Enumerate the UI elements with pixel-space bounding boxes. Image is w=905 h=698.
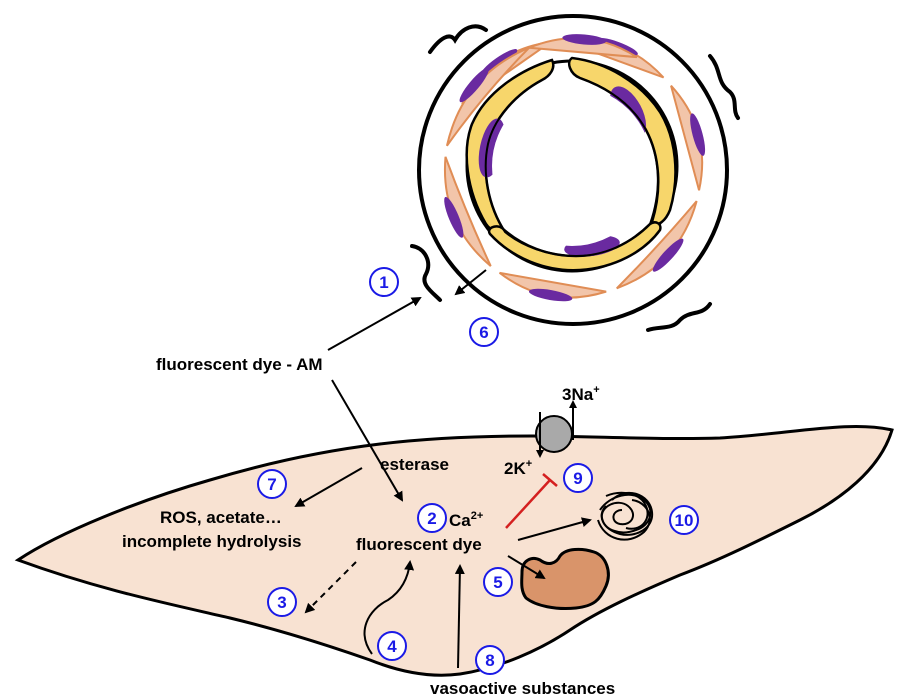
labels: fluorescent dye - AM esterase ROS, aceta… xyxy=(122,355,615,698)
step-marker-6: 6 xyxy=(469,317,499,347)
step-marker-label: 5 xyxy=(493,573,502,592)
smooth-muscle-layer xyxy=(443,34,706,302)
calcium-symbol: Ca xyxy=(449,511,471,530)
arrow-dye-to-aggregate xyxy=(517,517,592,541)
fiber-top-right xyxy=(708,54,740,120)
vessel-lumen xyxy=(492,86,652,246)
potassium-charge: + xyxy=(526,458,532,470)
smooth-muscle-nucleus-3 xyxy=(690,113,706,156)
smooth-muscle-nucleus-6 xyxy=(444,196,464,238)
step-marker-4: 4 xyxy=(377,631,407,661)
step-marker-label: 3 xyxy=(277,593,286,612)
sodium-charge: + xyxy=(593,384,599,396)
protein-aggregate xyxy=(597,491,654,541)
arrow-esterase-to-ros xyxy=(294,467,363,507)
step-marker-label: 7 xyxy=(267,475,276,494)
smooth-muscle-nucleus-7 xyxy=(459,67,489,103)
step-marker-3: 3 xyxy=(267,587,297,617)
arrow-dye-to-organelle xyxy=(507,555,546,580)
pathway-arrows xyxy=(294,269,592,669)
step-marker-7: 7 xyxy=(257,469,287,499)
label-ros-line2: incomplete hydrolysis xyxy=(122,532,302,551)
smooth-muscle-nucleus-8 xyxy=(562,34,607,45)
step-marker-label: 8 xyxy=(485,651,494,670)
step-marker-circle xyxy=(563,463,593,493)
step-marker-1: 1 xyxy=(369,267,399,297)
potassium-symbol: 2K xyxy=(504,459,526,478)
step-marker-label: 9 xyxy=(573,469,582,488)
arrow-dye-uptake-curve xyxy=(363,560,415,655)
lumen-edge xyxy=(484,77,659,258)
step-marker-circle xyxy=(417,503,447,533)
label-potassium: 2K+ xyxy=(504,458,532,478)
step-marker-circle xyxy=(483,567,513,597)
step-markers: 1 2 3 4 5 6 7 8 9 10 xyxy=(257,267,699,675)
step-marker-circle xyxy=(257,469,287,499)
smooth-muscle-nucleus-4 xyxy=(652,238,684,272)
step-marker-10: 10 xyxy=(669,505,699,535)
label-ros-line1: ROS, acetate… xyxy=(160,508,282,527)
arrow-vasoactive-into-cell xyxy=(454,564,465,669)
step-marker-label: 6 xyxy=(479,323,488,342)
label-fluorescent-dye: fluorescent dye xyxy=(356,535,482,554)
step-marker-circle xyxy=(267,587,297,617)
calcium-charge: 2+ xyxy=(471,510,484,522)
smooth-muscle-nucleus-1 xyxy=(480,49,518,76)
step-marker-5: 5 xyxy=(483,567,513,597)
arrow-dye-into-cell xyxy=(331,379,404,502)
sodium-symbol: 3Na xyxy=(562,385,594,404)
step-marker-label: 1 xyxy=(379,273,388,292)
pump-inhibition xyxy=(505,473,558,529)
label-dye-am: fluorescent dye - AM xyxy=(156,355,323,374)
vessel-cross-section xyxy=(410,14,740,332)
smooth-muscle-nucleus-5 xyxy=(528,288,573,302)
step-marker-label: 4 xyxy=(387,637,397,656)
arrow-endothelium-to-wall xyxy=(454,269,487,296)
fiber-bottom-left xyxy=(410,244,442,302)
step-marker-circle xyxy=(369,267,399,297)
label-calcium: Ca2+ xyxy=(449,510,483,530)
fiber-bottom-right xyxy=(646,302,712,332)
label-vasoactive: vasoactive substances xyxy=(430,679,615,698)
step-marker-label: 10 xyxy=(675,511,694,530)
step-marker-2: 2 xyxy=(417,503,447,533)
arrow-dye-to-vessel xyxy=(327,297,422,351)
label-sodium: 3Na+ xyxy=(562,384,600,404)
sodium-potassium-pump xyxy=(535,400,577,458)
smooth-muscle-cell-body xyxy=(14,425,894,677)
step-marker-circle xyxy=(669,505,699,535)
smooth-muscle-cell-5 xyxy=(498,271,607,299)
step-marker-9: 9 xyxy=(563,463,593,493)
pump-icon xyxy=(535,415,573,453)
step-marker-circle xyxy=(469,317,499,347)
step-marker-circle xyxy=(377,631,407,661)
arrow-dye-leak-out xyxy=(304,561,357,614)
smooth-muscle-cell-4 xyxy=(616,200,698,290)
fiber-top-left xyxy=(428,24,488,54)
label-esterase: esterase xyxy=(380,455,449,474)
organelle-mitochondrion xyxy=(520,547,610,610)
step-marker-label: 2 xyxy=(427,509,436,528)
step-marker-circle xyxy=(475,645,505,675)
smooth-muscle-cell-8 xyxy=(528,37,638,59)
smooth-muscle-cell-3 xyxy=(670,85,704,191)
step-marker-8: 8 xyxy=(475,645,505,675)
